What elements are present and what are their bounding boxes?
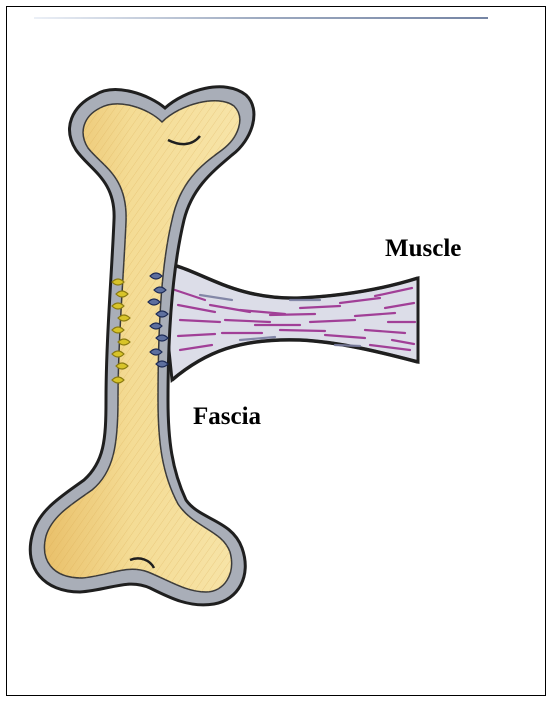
muscle-label: Muscle [385, 235, 461, 263]
fascia-label: Fascia [193, 403, 261, 431]
